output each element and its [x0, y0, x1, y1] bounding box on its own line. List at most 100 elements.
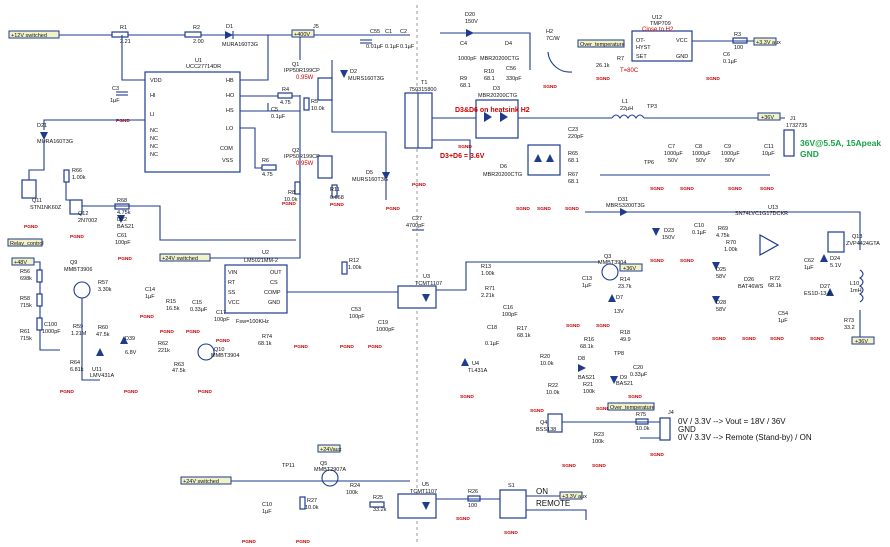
val-d2: MURS160T3G — [348, 76, 384, 82]
switch-s1 — [499, 489, 527, 519]
ref-r71: R71 — [485, 286, 495, 292]
output-gnd-label: GND — [800, 149, 819, 159]
net-label-relay-control: Relay_control — [10, 241, 44, 247]
wire-half-bridge — [331, 100, 387, 200]
val-d26: BAT46WS — [738, 284, 764, 290]
u1-pin-nc2: NC — [150, 136, 158, 142]
val-r63: 47.5k — [172, 368, 186, 374]
inductor-l1 — [611, 114, 645, 119]
ref-q2: Q2 — [292, 148, 299, 154]
val-r12: 1.00k — [348, 265, 362, 271]
val-d4: MBR20200CTG — [480, 56, 519, 62]
ref-tp11: TP11 — [282, 463, 295, 469]
ref-q4: Q4 — [540, 420, 547, 426]
wire-sec-b — [432, 139, 471, 160]
mosfet-q13 — [827, 231, 845, 253]
resistor-r4 — [277, 92, 293, 99]
val-r16: 68.1k — [580, 344, 594, 350]
gnd-c15: PGND — [186, 329, 200, 335]
ref-r63: R63 — [174, 362, 184, 368]
connector-j1 — [783, 129, 795, 157]
val-u4: TL431A — [468, 368, 488, 374]
gnd-c3: PGND — [116, 118, 130, 124]
transistor-q9 — [73, 281, 91, 299]
gnd-u5: SGND — [456, 516, 470, 522]
net-label-over-temp-b: Over_temperature — [610, 405, 655, 411]
u1-pin-nc3: NC — [150, 144, 158, 150]
val-r71: 2.21k — [481, 293, 495, 299]
val-r73: 33.2 — [844, 325, 855, 331]
val-r59: 1.21M — [71, 331, 87, 337]
val-c19: 1000pF — [376, 327, 395, 333]
ref-r68: R68 — [117, 198, 127, 204]
val-r18: 49.9 — [620, 337, 631, 343]
ref-d4: D4 — [505, 41, 512, 47]
note-q2-power: 0.95W — [296, 161, 314, 167]
ref-r10: R10 — [484, 69, 494, 75]
ref-r56: R56 — [20, 269, 30, 275]
u12-pin-gnd: GND — [676, 54, 688, 60]
u1-pin-nc4: NC — [150, 152, 158, 158]
wire-d31 — [585, 211, 861, 250]
ref-c5: C5 — [271, 107, 278, 113]
val-c62: 1µF — [804, 265, 814, 271]
optocoupler-u5 — [397, 493, 437, 519]
ref-d27: D27 — [820, 284, 830, 290]
val-r62: 221k — [158, 348, 170, 354]
zener-d39 — [120, 336, 128, 344]
opto-led-u3 — [422, 294, 430, 302]
ref-h2: H2 — [546, 29, 553, 35]
val-u11: LMV431A — [90, 373, 114, 379]
val-r20: 10.0k — [540, 361, 554, 367]
val-r21: 100k — [583, 389, 595, 395]
gnd-q11: PGND — [24, 224, 38, 230]
ref-r11: R11 — [330, 187, 340, 193]
zener-d7 — [608, 294, 616, 302]
ref-c10b: C10 — [262, 502, 272, 508]
ref-c23: C23 — [568, 127, 578, 133]
net-label-48v: +48V — [14, 260, 27, 266]
ref-q11: Q11 — [32, 198, 42, 204]
val-r2: 2.00 — [193, 39, 204, 45]
val-d20: 150V — [465, 19, 478, 25]
ref-r22: R22 — [548, 383, 558, 389]
ref-d26: D26 — [744, 277, 754, 283]
val-r22: 10.0k — [546, 390, 560, 396]
ic-u1 — [144, 71, 241, 173]
wire-q11 — [28, 140, 45, 180]
resistor-r6 — [261, 164, 277, 171]
val-d27: ES1D-13-F — [804, 291, 832, 297]
val-r5: 10.0k — [311, 106, 325, 112]
wire-snubber-top — [440, 32, 531, 70]
val-q5: MMBT2907A — [314, 467, 346, 473]
ref-r64: R64 — [70, 360, 80, 366]
net-tag-3v3-b — [559, 491, 583, 500]
val-c14: 1µF — [145, 294, 155, 300]
gnd-c14: PGND — [140, 314, 154, 320]
ref-d9: D9 — [620, 375, 627, 381]
val-c7: 1000µF — [664, 151, 683, 157]
ref-d3: D3 — [493, 86, 500, 92]
ref-c10: C10 — [694, 223, 704, 229]
gnd-d23: SGND — [650, 258, 664, 264]
gnd-r23: SGND — [592, 463, 606, 469]
val-r67: 68.1 — [568, 179, 579, 185]
val-r66: 1.00k — [72, 175, 86, 181]
ref-r27: R27 — [307, 498, 317, 504]
val-r8: 10.0k — [284, 197, 298, 203]
val-u1: UCC27714DR — [186, 64, 221, 70]
resistor-r11 — [331, 184, 338, 198]
val-c9: 1000µF — [721, 151, 740, 157]
val-c8: 1000µF — [692, 151, 711, 157]
ref-r13: R13 — [481, 264, 491, 270]
transistor-q3 — [601, 263, 619, 281]
net-tag-400v — [291, 29, 315, 38]
ref-d20: D20 — [465, 12, 475, 18]
val-r10: 68.1 — [484, 76, 495, 82]
wire-q12 — [65, 182, 76, 201]
net-label-3v3-b: +3.3V aux — [562, 494, 587, 500]
val-r74: 68.1k — [258, 341, 272, 347]
gnd-c7: SGND — [650, 186, 664, 192]
ref-d2: D2 — [350, 69, 357, 75]
